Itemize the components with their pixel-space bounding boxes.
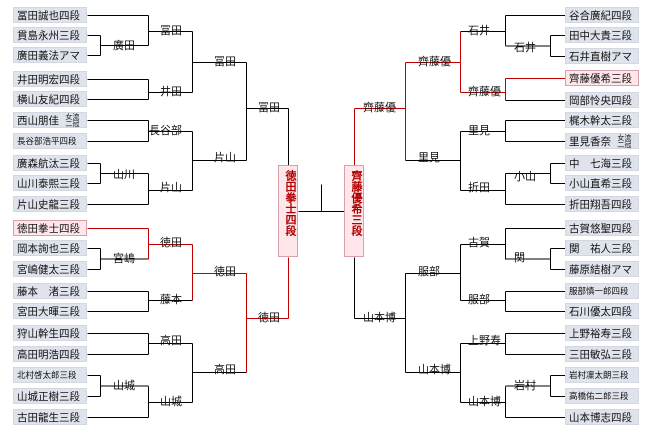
left-r2-winner-2: 井田 [160,85,182,98]
right-r1-winner-2: 小山 [514,170,536,183]
left-r1-winner-1: 廣田 [113,39,135,52]
player-left-2: 貫島永州三段 [13,27,87,43]
player-left-17: 高田明浩四段 [13,346,87,362]
player-right-6: 梶木幹太三段 [565,112,639,128]
left-r2-winner-6: 藤本 [160,293,182,306]
player-left-3: 廣田義法アマ [13,47,87,63]
player-right-7: 里見香奈 女流 二冠 [565,133,639,149]
right-r2-winner-4: 折田 [468,181,490,194]
player-right-13: 藤原結樹アマ [565,261,639,277]
player-right-19: 高橋佑二郎三段 [565,388,639,404]
player-left-20: 古田龍生三段 [13,409,87,425]
right-r4-winner-2: 山本博 [363,311,396,324]
joryu-nikan-badge: 女流 二冠 [65,114,79,128]
player-left-11: 徳田拳士四段 [13,220,87,236]
right-r1-winner-1: 石井 [514,41,536,54]
player-right-16: 上野裕寿三段 [565,325,639,341]
player-left-1: 冨田誠也四段 [13,7,87,23]
left-r4-winner-2: 徳田 [258,311,280,324]
player-right-12: 関 祐人三段 [565,240,639,256]
player-left-10: 片山史龍三段 [13,196,87,212]
player-right-4: 齊藤優希三段 [565,70,639,86]
player-left-18: 北村啓太郎三段 [13,367,87,383]
finalist-left: 徳田拳士四段 [278,165,298,257]
right-r2-winner-3: 里見 [468,124,490,137]
player-left-15: 宮田大暉三段 [13,303,87,319]
right-r2-winner-2: 齊藤優 [468,85,501,98]
right-r1-winner-4: 岩村 [514,379,536,392]
player-right-9: 小山直希三段 [565,175,639,191]
badge-line-1: 女流 [617,134,632,142]
player-left-5: 横山友紀四段 [13,91,87,107]
player-right-11: 古賀悠聖四段 [565,220,639,236]
joryu-nikan-badge: 女流 二冠 [617,135,631,149]
player-name: 西山朋佳 [17,115,59,127]
left-r2-winner-3: 長谷部 [149,124,182,137]
player-right-18: 岩村凜太朗三段 [565,367,639,383]
left-r2-winner-8: 山城 [160,395,182,408]
player-left-9: 山川泰熙三段 [13,175,87,191]
left-r1-winner-4: 山城 [113,379,135,392]
right-r2-winner-7: 上野寿 [468,334,501,347]
left-r1-winner-3: 宮嶋 [113,252,135,265]
player-right-10: 折田翔吾四段 [565,196,639,212]
right-r2-winner-8: 山本博 [468,395,501,408]
right-r3-winner-1: 齊藤優 [418,55,451,68]
badge-line-1: 女流 [65,113,80,121]
left-r2-winner-1: 冨田 [160,24,182,37]
player-left-7: 長谷部浩平四段 [13,133,87,149]
player-right-3: 石井直樹アマ [565,48,639,64]
player-left-6: 西山朋佳 女流 二冠 [13,112,87,128]
left-r4-winner-1: 冨田 [258,101,280,114]
left-r3-winner-2: 片山 [214,151,236,164]
finalist-right: 齊藤優希三段 [344,165,364,257]
right-r3-winner-3: 服部 [418,265,440,278]
badge-line-2: 二冠 [617,141,632,149]
left-r2-winner-5: 徳田 [160,236,182,249]
player-left-12: 岡本詢也三段 [13,240,87,256]
left-r2-winner-4: 片山 [160,181,182,194]
left-r3-winner-3: 徳田 [214,265,236,278]
player-left-19: 山城正樹三段 [13,388,87,404]
player-right-2: 田中大貴三段 [565,27,639,43]
player-left-13: 宮嶋健太三段 [13,261,87,277]
player-name: 里見香奈 [569,136,611,148]
player-right-20: 山本博志四段 [565,409,639,425]
right-r3-winner-4: 山本博 [418,363,451,376]
player-right-1: 谷合廣紀四段 [565,7,639,23]
left-r3-winner-4: 高田 [214,363,236,376]
player-right-8: 中 七海三段 [565,155,639,171]
player-right-17: 三田敏弘三段 [565,346,639,362]
player-left-8: 廣森航汰三段 [13,155,87,171]
left-r3-winner-1: 冨田 [214,55,236,68]
right-r2-winner-6: 服部 [468,293,490,306]
player-left-14: 藤本 渚三段 [13,283,87,299]
right-r1-winner-3: 関 [514,251,525,264]
player-right-14: 服部慎一郎四段 [565,283,639,299]
right-r4-winner-1: 齊藤優 [363,101,396,114]
left-r2-winner-7: 高田 [160,334,182,347]
right-r3-winner-2: 里見 [418,151,440,164]
player-left-4: 井田明宏四段 [13,71,87,87]
right-r2-winner-5: 古賀 [468,236,490,249]
right-r2-winner-1: 石井 [468,24,490,37]
badge-line-2: 二冠 [65,120,80,128]
left-r1-winner-2: 山川 [113,168,135,181]
player-right-5: 岡部怜央四段 [565,92,639,108]
player-left-16: 狩山幹生四段 [13,325,87,341]
player-right-15: 石川優太四段 [565,303,639,319]
